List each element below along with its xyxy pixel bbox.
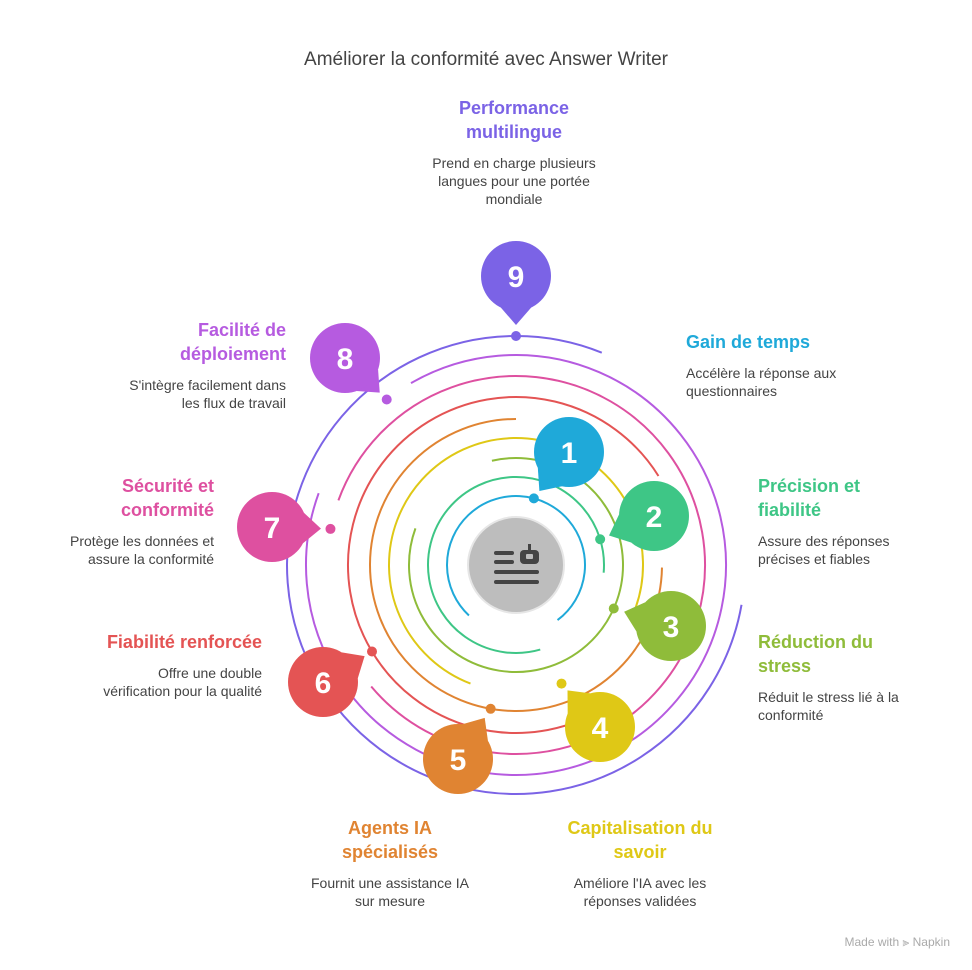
label-title: Réduction du stress: [758, 632, 873, 676]
robot-writer-icon: [494, 580, 539, 584]
footer-text: Made with: [844, 935, 900, 949]
bubble-number: 9: [508, 261, 525, 294]
made-with-napkin[interactable]: Made with ⫸ Napkin: [844, 935, 950, 950]
label-2: Précision et fiabilité Assure des répons…: [758, 474, 918, 568]
number-bubble-6: [288, 647, 358, 717]
orbit-dot-1: [528, 493, 539, 504]
number-bubble-2: [619, 481, 689, 551]
napkin-logo-icon: ⫸: [902, 935, 910, 949]
label-description: Assure des réponses précises et fiables: [758, 533, 890, 567]
label-description: Prend en charge plusieurs langues pour u…: [432, 155, 596, 207]
label-description: S'intègre facilement dans les flux de tr…: [129, 377, 286, 411]
number-bubble-9: [481, 241, 551, 311]
label-title: Fiabilité renforcée: [106, 632, 262, 652]
bubble-tail-9: [500, 307, 532, 325]
bubble-number: 4: [592, 712, 609, 745]
label-description: Accélère la réponse aux questionnaires: [686, 365, 837, 399]
label-description: Protège les données et assure la conform…: [70, 533, 214, 567]
robot-antenna-icon: [528, 544, 531, 551]
label-description: Offre une double vérification pour la qu…: [103, 665, 262, 699]
label-1: Gain de temps Accélère la réponse aux qu…: [686, 330, 866, 400]
footer-brand: Napkin: [912, 935, 950, 949]
bubble-number: 8: [337, 343, 354, 376]
diagram-title: Améliorer la conformité avec Answer Writ…: [304, 49, 668, 70]
label-3: Réduction du stress Réduit le stress lié…: [758, 630, 918, 724]
label-title: Capitalisation du savoir: [567, 818, 713, 862]
label-title: Gain de temps: [686, 332, 811, 352]
label-8: Facilité de déploiement S'intègre facile…: [116, 318, 286, 412]
orbit-dot-4: [556, 678, 567, 689]
label-title: Précision et fiabilité: [758, 476, 861, 520]
label-description: Réduit le stress lié à la conformité: [758, 689, 899, 723]
robot-writer-icon: [494, 570, 539, 574]
bubble-tail-3: [624, 602, 646, 632]
robot-face-icon: [526, 554, 533, 559]
number-bubble-7: [237, 492, 307, 562]
label-4: Capitalisation du savoir Améliore l'IA a…: [552, 816, 728, 910]
label-title: Agents IA spécialisés: [341, 818, 439, 862]
center-circle: [467, 516, 565, 614]
number-bubble-8: [310, 323, 380, 393]
orbit-ring-1: [446, 495, 586, 621]
bubble-number: 7: [264, 512, 281, 545]
label-9: Performance multilingue Prend en charge …: [414, 96, 614, 208]
number-bubble-4: [565, 692, 635, 762]
orbit-dot-5: [485, 703, 496, 714]
label-description: Améliore l'IA avec les réponses validées: [573, 875, 707, 909]
bubble-number: 6: [315, 667, 332, 700]
bubble-number: 5: [450, 744, 467, 777]
label-7: Sécurité et conformité Protège les donné…: [44, 474, 214, 568]
robot-writer-icon: [494, 560, 514, 564]
orbit-dot-3: [608, 603, 619, 614]
bubble-number: 3: [663, 611, 680, 644]
orbit-ring-5: [369, 418, 663, 712]
number-bubble-3: [636, 591, 706, 661]
number-bubble-5: [423, 724, 493, 794]
orbit-dot-2: [595, 534, 606, 545]
orbit-dot-8: [381, 394, 392, 405]
orbit-dot-9: [511, 331, 521, 341]
label-title: Sécurité et conformité: [120, 476, 214, 520]
label-5: Agents IA spécialisés Fournit une assist…: [300, 816, 480, 910]
orbit-ring-7: [337, 375, 706, 755]
label-title: Facilité de déploiement: [179, 320, 286, 364]
label-6: Fiabilité renforcée Offre une double vér…: [92, 630, 262, 700]
robot-writer-icon: [494, 551, 514, 555]
bubble-tail-7: [302, 512, 321, 544]
orbit-dot-7: [325, 523, 336, 534]
orbit-ring-2: [427, 476, 605, 654]
number-bubble-1: [534, 417, 604, 487]
label-title: Performance multilingue: [458, 98, 570, 142]
bubble-number: 1: [561, 437, 578, 470]
label-description: Fournit une assistance IA sur mesure: [311, 875, 469, 909]
orbit-dot-6: [366, 646, 377, 657]
bubble-number: 2: [646, 501, 663, 534]
